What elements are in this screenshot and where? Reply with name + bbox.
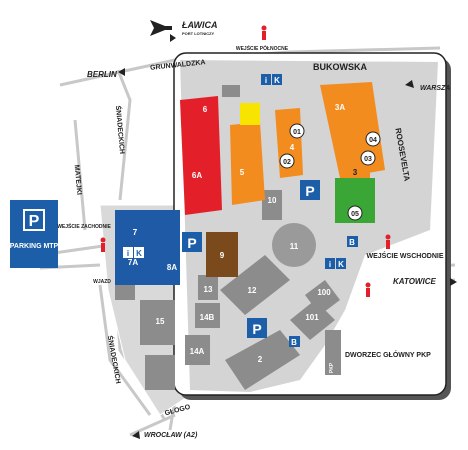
parking-mtp-label: PARKING MTP: [10, 243, 59, 250]
hall-7-label: 7: [133, 228, 138, 237]
arrow-wroclaw: [132, 431, 140, 439]
direction-warszawa: WARSZA: [420, 85, 450, 92]
b-icon-south: B: [291, 338, 297, 347]
hall-14a-shape: [185, 335, 210, 365]
info-icon-west: i: [127, 249, 129, 258]
arrow-warszawa: [405, 80, 414, 88]
hall-12-label: 12: [248, 286, 257, 295]
circle-02: 02: [283, 159, 291, 166]
hall-6-shape: [180, 96, 222, 215]
parking-icon-1-letter: P: [305, 183, 314, 199]
entrance-north: WEJŚCIE PÓŁNOCNE: [236, 44, 289, 52]
hall-12-shape: [220, 255, 290, 315]
hall-3-label: 3: [353, 168, 358, 177]
hall-14a-label: 14A: [190, 347, 205, 356]
parking-mtp-box[interactable]: P PARKING MTP: [10, 200, 59, 268]
k-icon-west: K: [136, 249, 142, 258]
person-icon-west: [100, 237, 106, 252]
hall-10-label: 10: [268, 196, 277, 205]
entrance-entry: WJAZD: [93, 279, 111, 285]
direction-arrows: [118, 34, 457, 439]
top-building: [222, 85, 240, 97]
hall-labels: 6 6A 5 4 3A 3 7 7A 8A 9 10 11 12 13 14B …: [128, 103, 358, 364]
yellow-hall-shape: [240, 103, 260, 125]
hall-15-shape: [140, 300, 175, 345]
parking-icon-1: [300, 180, 320, 200]
parking-mtp-letter: P: [29, 213, 40, 230]
info-icon-east: i: [329, 260, 331, 269]
hall-3-shape: [340, 160, 370, 180]
hall-6-label: 6: [203, 105, 208, 114]
direction-lawica-sub: PORT LOTNICZY: [182, 31, 215, 36]
hall-2-shape: [225, 330, 300, 390]
info-icon-north: i: [265, 76, 267, 85]
hall-14b-label: 14B: [200, 313, 215, 322]
parking-icon-3-letter: P: [252, 321, 261, 337]
direction-labels: ŁAWICA PORT LOTNICZY BERLIN WARSZA KATOW…: [87, 20, 450, 439]
k-icon-east: K: [338, 260, 344, 269]
parking-icons: P P P: [182, 180, 320, 338]
entrance-labels: WEJŚCIE PÓŁNOCNE WEJŚCIE ZACHODNIE WEJŚC…: [57, 44, 444, 285]
circle-05: 05: [351, 211, 359, 218]
b-icon-east: B: [349, 238, 355, 247]
hall-100-label: 100: [317, 288, 331, 297]
circle-01: 01: [293, 129, 301, 136]
street-bukowska: BUKOWSKA: [313, 62, 367, 72]
direction-lawica: ŁAWICA: [181, 20, 218, 30]
hall-6a-label: 6A: [192, 171, 202, 180]
hall-15-annex: [145, 355, 175, 390]
hall-11-shape: [272, 223, 316, 267]
entrance-west: WEJŚCIE ZACHODNIE: [57, 223, 111, 230]
hall-14b-shape: [195, 303, 220, 328]
hall-101-shape: [290, 300, 335, 340]
hall-15-label: 15: [156, 317, 165, 326]
grey-buildings: [115, 85, 341, 390]
hall-10-shape: [262, 190, 282, 220]
hall-4-label: 4: [290, 143, 295, 152]
circle-03: 03: [364, 156, 372, 163]
parking-icon-3: [247, 318, 267, 338]
person-icon-north: [261, 25, 267, 40]
direction-wroclaw: WROCŁAW (A2): [144, 432, 198, 439]
direction-katowice: KATOWICE: [393, 277, 436, 286]
hall-3a-label: 3A: [335, 103, 345, 112]
hall-5-label: 5: [240, 168, 245, 177]
station-building: [325, 330, 341, 375]
hall-8a-label: 8A: [167, 263, 177, 272]
hall-7a-label: 7A: [128, 258, 138, 267]
arrow-katowice: [450, 278, 457, 286]
parking-icon-2: [182, 232, 202, 252]
hall-2-label: 2: [258, 355, 263, 364]
person-icon-katowice: [365, 282, 371, 297]
street-sniadeckich-top: ŚNIADECKICH: [114, 105, 127, 154]
hall-13-label: 13: [204, 285, 213, 294]
direction-berlin: BERLIN: [87, 70, 117, 79]
arrow-berlin: [118, 68, 125, 76]
hall-9-label: 9: [220, 251, 225, 260]
hall-13-shape: [198, 275, 218, 300]
hall-11-label: 11: [290, 242, 299, 251]
k-icon-north: K: [274, 76, 280, 85]
person-icons: [100, 25, 391, 297]
station-label: DWORZEC GŁÓWNY PKP: [345, 350, 431, 359]
hall-9-shape: [206, 232, 238, 277]
street-matejki: MATEJKI: [73, 165, 83, 196]
circle-04: 04: [369, 137, 377, 144]
parking-icon-2-letter: P: [187, 235, 196, 251]
pkp-badge: PKP: [329, 362, 335, 373]
west-building: [115, 285, 135, 300]
airplane-icon: [150, 20, 172, 36]
hall-101-label: 101: [305, 313, 319, 322]
person-icon-east: [385, 234, 391, 249]
arrow-lawica: [170, 34, 176, 42]
hall-5-shape: [230, 122, 265, 205]
numbered-circles: 01 02 03 04 05: [279, 123, 381, 221]
entrance-east: WEJŚCIE WSCHODNIE: [366, 251, 443, 260]
info-icons: i K i K i K B B: [123, 74, 358, 347]
